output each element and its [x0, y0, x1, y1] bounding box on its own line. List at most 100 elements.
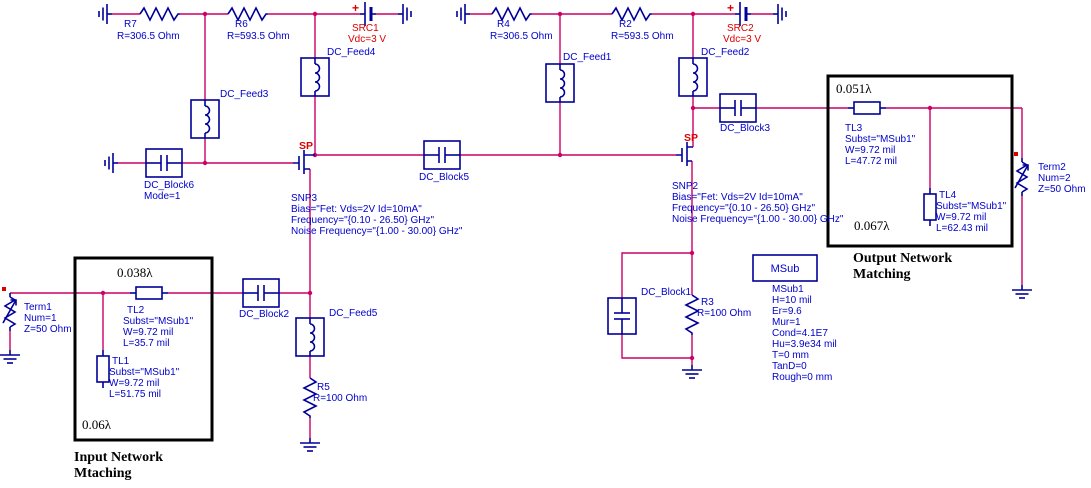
caption-output-network-line2: Matching — [853, 267, 911, 282]
junction-dot — [202, 160, 208, 166]
label-dcblock3: DC_Block3 — [720, 123, 770, 134]
capacitor-DC_Block1[interactable] — [607, 297, 637, 335]
label-msub-h: H=10 mil — [772, 295, 812, 306]
wires-stage2-source — [621, 161, 693, 365]
ground-symbol[interactable] — [299, 437, 321, 452]
inductor-DC_Feed3[interactable] — [190, 99, 220, 139]
label-tl2-w: W=9.72 mil — [123, 327, 173, 338]
label-term1-num: Num=1 — [24, 313, 57, 324]
label-tl2-subst: Subst="MSub1" — [123, 316, 194, 327]
label-msub-mur: Mur=1 — [772, 317, 801, 328]
label-tl2-l: L=35.7 mil — [123, 338, 169, 349]
capacitor-DC_Block6[interactable] — [145, 148, 183, 178]
ground-symbol[interactable] — [0, 349, 21, 364]
junction-dot — [312, 11, 318, 17]
label-snp3-noise: Noise Frequency="{1.00 - 30.00} GHz" — [291, 226, 463, 237]
transistor-SNP3[interactable] — [293, 150, 315, 174]
junction-dot — [690, 105, 696, 111]
label-src1-val: Vdc=3 V — [348, 34, 386, 45]
label-r3-ref: R3 — [701, 297, 714, 308]
label-r4-ref: R4 — [497, 19, 510, 30]
microstrip-TL1[interactable] — [96, 349, 110, 389]
label-dcfeed1: DC_Feed1 — [563, 52, 612, 63]
caption-input-network-line2: Mtaching — [74, 466, 132, 481]
inductor-DC_Feed2[interactable] — [678, 57, 708, 97]
junction-dot — [927, 105, 933, 111]
label-dcblock6-mode: Mode=1 — [144, 191, 181, 202]
inductor-DC_Feed5[interactable] — [295, 317, 325, 357]
label-src2-plus: + — [727, 1, 734, 15]
junction-dot — [690, 11, 696, 17]
junction-dot — [307, 290, 313, 296]
resistor-R2[interactable] — [611, 7, 653, 21]
label-snp2-sp: SP — [684, 132, 698, 144]
label-snp2-ref: SNP2 — [672, 181, 699, 192]
label-msub-hu: Hu=3.9e34 mil — [772, 339, 837, 350]
label-snp3-ref: SNP3 — [291, 193, 318, 204]
label-msub-cond: Cond=4.1E7 — [772, 328, 828, 339]
port-Term1[interactable] — [2, 292, 17, 332]
transistor-SNP2[interactable] — [676, 142, 693, 166]
resistor-R7[interactable] — [139, 7, 181, 21]
label-r5-ref: R5 — [317, 382, 330, 393]
label-msub-rough: Rough=0 mm — [772, 372, 832, 383]
ground-symbol[interactable] — [456, 3, 471, 25]
capacitor-DC_Block5[interactable] — [423, 140, 461, 170]
label-r4-val: R=306.5 Ohm — [490, 31, 553, 42]
label-msub-name: MSub1 — [772, 284, 804, 295]
junction-dot — [557, 152, 563, 158]
capacitor-DC_Block3[interactable] — [719, 93, 757, 123]
label-snp3-freq: Frequency="{0.10 - 26.50} GHz" — [291, 215, 434, 226]
wires-output-network — [886, 107, 1023, 285]
ground-symbol[interactable] — [681, 364, 703, 379]
label-r7-ref: R7 — [124, 19, 137, 30]
label-dcfeed2: DC_Feed2 — [701, 47, 750, 58]
label-term1-z: Z=50 Ohm — [24, 324, 72, 335]
label-dcfeed5: DC_Feed5 — [329, 308, 378, 319]
label-snp3-bias: Bias="Fet: Vds=2V Id=10mA" — [291, 204, 422, 215]
port-marker — [1014, 152, 1018, 156]
label-tl4-lambda: 0.067λ — [854, 218, 890, 233]
microstrip-TL3[interactable] — [847, 101, 887, 115]
label-tl1-subst: Subst="MSub1" — [109, 367, 180, 378]
label-tl4-ref: TL4 — [939, 190, 957, 201]
port-Term2[interactable] — [1014, 157, 1029, 197]
label-tl4-w: W=9.72 mil — [936, 212, 986, 223]
label-r2-ref: R2 — [619, 19, 632, 30]
ground-symbol[interactable] — [104, 152, 119, 174]
label-dcblock6-ref: DC_Block6 — [144, 180, 194, 191]
label-snp2-freq: Frequency="{0.10 - 26.50} GHz" — [672, 203, 815, 214]
junction-dot — [689, 355, 695, 361]
ground-symbol[interactable] — [1011, 284, 1033, 299]
ground-symbol[interactable] — [98, 3, 113, 25]
label-term2-z: Z=50 Ohm — [1038, 184, 1086, 195]
label-msub-t: T=0 mm — [772, 350, 809, 361]
capacitor-DC_Block2[interactable] — [242, 278, 280, 308]
msub-box[interactable] — [752, 254, 818, 282]
inductor-DC_Feed1[interactable] — [545, 63, 575, 103]
inductor-DC_Feed4[interactable] — [300, 57, 330, 97]
label-term2-num: Num=2 — [1038, 173, 1071, 184]
ground-symbol[interactable] — [772, 3, 787, 25]
junction-dot — [202, 11, 208, 17]
ground-symbol[interactable] — [397, 3, 412, 25]
label-dcfeed4: DC_Feed4 — [327, 47, 376, 58]
label-r6-ref: R6 — [235, 19, 248, 30]
label-r7-val: R=306.5 Ohm — [117, 31, 180, 42]
label-msub-er: Er=9.6 — [772, 306, 802, 317]
label-tl4-subst: Subst="MSub1" — [936, 201, 1007, 212]
resistor-R6[interactable] — [227, 7, 269, 21]
microstrip-TL2[interactable] — [129, 286, 169, 300]
label-dcblock5: DC_Block5 — [419, 172, 469, 183]
port-marker — [2, 287, 6, 291]
label-term1-ref: Term1 — [24, 302, 52, 313]
microstrip-TL4[interactable] — [923, 187, 937, 227]
label-snp2-noise: Noise Frequency="{1.00 - 30.00} GHz" — [672, 214, 844, 225]
label-snp2-bias: Bias="Fet: Vds=2V Id=10mA" — [672, 192, 803, 203]
caption-input-network-line1: Input Network — [74, 450, 163, 465]
label-r3-val: R=100 Ohm — [697, 308, 751, 319]
wires-input-network — [9, 292, 310, 350]
label-snp3-sp: SP — [299, 140, 313, 152]
